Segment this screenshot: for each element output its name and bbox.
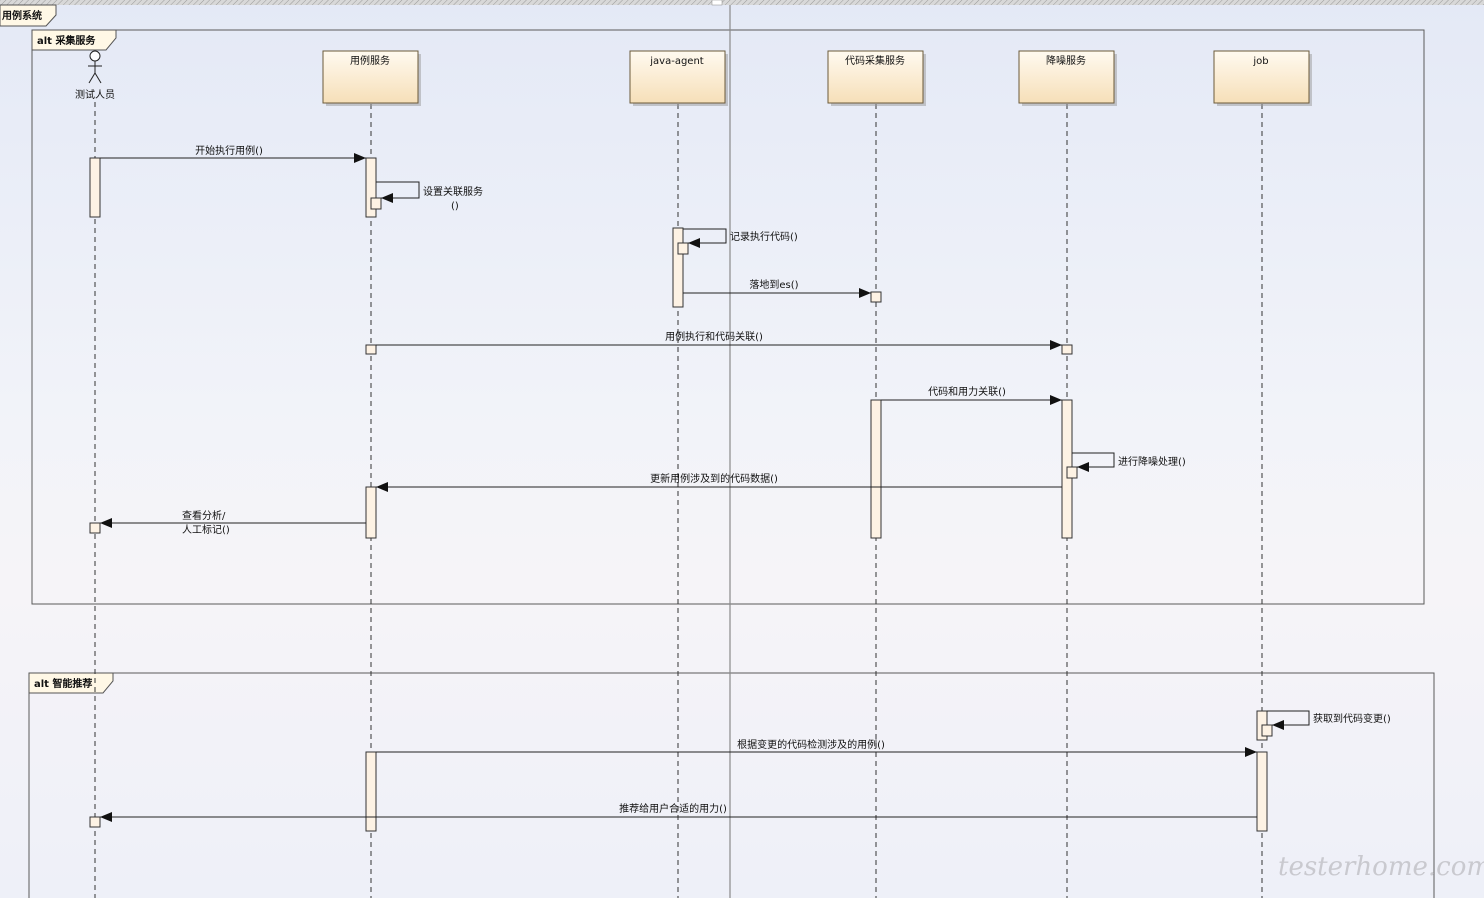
actor-tester[interactable]: 测试人员	[75, 50, 115, 101]
activation-bars	[89, 157, 1273, 832]
system-frame-label: 用例系统	[1, 9, 42, 22]
message-label: 人工标记()	[182, 524, 230, 536]
activation-case-self[interactable]	[370, 197, 382, 210]
top-ruler	[0, 0, 1484, 6]
message-label: 开始执行用例()	[195, 144, 263, 157]
lifeline-head-codecollect[interactable]: 代码采集服务	[827, 50, 926, 106]
message-label: 根据变更的代码检测涉及的用例()	[737, 738, 885, 751]
actor-stick-icon	[88, 50, 102, 84]
activation-tester-3[interactable]	[89, 816, 101, 828]
activation-codecollect-2[interactable]	[870, 399, 882, 539]
message-label: 进行降噪处理()	[1118, 455, 1186, 468]
activation-codecollect-1[interactable]	[870, 291, 882, 303]
fragment-recommend-label: alt 智能推荐	[34, 677, 92, 690]
lifeline-head-agent[interactable]: java-agent	[629, 50, 728, 106]
message-case-code-link[interactable]: 用例执行和代码关联()	[376, 330, 1062, 350]
activation-tester-2[interactable]	[89, 522, 101, 534]
message-label: 代码和用力关联()	[928, 385, 1006, 398]
message-detect-affected-cases[interactable]: 根据变更的代码检测涉及的用例()	[376, 738, 1257, 757]
lifeline-label-agent: java-agent	[649, 56, 704, 67]
message-recommend-cases[interactable]: 推荐给用户合适的用力()	[100, 802, 1257, 822]
lifeline-label-codecollect: 代码采集服务	[845, 54, 905, 67]
message-set-related-service[interactable]: 设置关联服务 ()	[376, 181, 483, 212]
activation-case-3[interactable]	[365, 486, 377, 539]
activation-case-2[interactable]	[365, 344, 377, 355]
system-frame-tab[interactable]: 用例系统	[0, 4, 57, 27]
activation-job-2[interactable]	[1256, 751, 1268, 832]
message-label: 查看分析/	[182, 509, 226, 522]
activation-tester-1[interactable]	[89, 157, 101, 218]
message-start-case[interactable]: 开始执行用例()	[100, 144, 366, 163]
message-label: 获取到代码变更()	[1313, 712, 1391, 725]
message-label: 记录执行代码()	[730, 230, 798, 243]
lifeline-dashes	[94, 102, 1263, 898]
activation-case-1[interactable]	[365, 157, 377, 218]
message-label: 用例执行和代码关联()	[665, 330, 763, 343]
message-code-usage-link[interactable]: 代码和用力关联()	[881, 385, 1062, 405]
fragment-collect-label: alt 采集服务	[37, 34, 96, 47]
message-label: 更新用例涉及到的代码数据()	[650, 472, 778, 485]
activation-denoise-self[interactable]	[1066, 466, 1078, 479]
message-persist-es[interactable]: 落地到es()	[683, 278, 871, 298]
lifeline-head-denoise[interactable]: 降噪服务	[1018, 50, 1117, 106]
activation-case-4[interactable]	[365, 751, 377, 832]
actor-label: 测试人员	[75, 88, 115, 101]
activation-job-self[interactable]	[1261, 724, 1273, 737]
activation-agent-1[interactable]	[672, 227, 684, 308]
activation-agent-self[interactable]	[677, 242, 689, 255]
message-label: 推荐给用户合适的用力()	[619, 802, 727, 815]
message-record-code[interactable]: 记录执行代码()	[683, 228, 798, 248]
lifeline-head-job[interactable]: job	[1213, 50, 1312, 106]
message-view-analysis[interactable]: 查看分析/ 人工标记()	[100, 509, 366, 536]
message-label: 设置关联服务	[423, 185, 483, 198]
message-denoise[interactable]: 进行降噪处理()	[1072, 452, 1186, 472]
lifeline-label-job: job	[1252, 56, 1268, 67]
watermark: testerhome.com	[1278, 852, 1484, 882]
message-update-case-code[interactable]: 更新用例涉及到的代码数据()	[376, 472, 1062, 492]
message-label: 落地到es()	[749, 278, 798, 291]
fragment-collect[interactable]: alt 采集服务	[31, 29, 1425, 605]
activation-denoise-1[interactable]	[1061, 344, 1073, 355]
fragment-recommend[interactable]: alt 智能推荐	[28, 672, 1435, 898]
message-get-code-change[interactable]: 获取到代码变更()	[1267, 710, 1391, 730]
lifeline-label-case: 用例服务	[350, 54, 390, 67]
message-label: ()	[451, 201, 459, 212]
lifeline-head-case[interactable]: 用例服务	[322, 50, 421, 106]
lifeline-label-denoise: 降噪服务	[1046, 54, 1086, 67]
